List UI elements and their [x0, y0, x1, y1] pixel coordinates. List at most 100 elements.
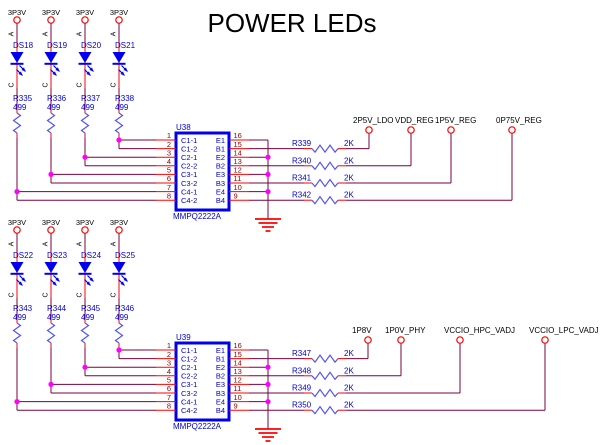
power-port-circle [115, 226, 123, 234]
emitter-ground-net [249, 139, 281, 232]
junction-dot [48, 381, 54, 387]
led-refdes: DS18 [13, 41, 34, 50]
power-port-label: 1P5V_REG [435, 116, 476, 125]
arrow-head [52, 71, 57, 76]
pin-number: 9 [234, 191, 238, 200]
arrow-head [89, 67, 94, 72]
arrow-head [120, 71, 125, 76]
emission-arrow [121, 275, 128, 282]
pin-number: 16 [234, 341, 242, 350]
power-port-VCCIO_HPC_VADJ: VCCIO_HPC_VADJ [444, 326, 515, 344]
pin-number: 14 [234, 358, 242, 367]
resistor-value: 499 [13, 103, 27, 112]
cathode-label: C [77, 292, 84, 297]
power-port-1P5V_REG: 1P5V_REG [435, 116, 476, 134]
resistor-value: 499 [115, 103, 129, 112]
pin-number: 9 [234, 401, 238, 410]
junction-dot [116, 137, 122, 143]
junction-dot [14, 399, 20, 405]
emission-arrow [53, 275, 60, 282]
pin-number: 11 [234, 384, 242, 393]
resistor-zigzag [311, 161, 339, 171]
arrow-head [21, 277, 26, 282]
power-port-circle [397, 336, 405, 344]
cathode-label: C [111, 292, 118, 297]
emission-arrow [50, 69, 57, 76]
pin-name: C1-2 [181, 144, 197, 153]
pin-name: C1-1 [181, 136, 197, 145]
power-net-label: 3P3V [110, 218, 128, 227]
pin-name: C2-2 [181, 162, 197, 171]
arrow-head [55, 67, 60, 72]
junction-dot [265, 154, 271, 160]
pin-name: C1-2 [181, 354, 197, 363]
power-port-circle [456, 336, 464, 344]
resistor-refdes: R341 [292, 174, 312, 183]
pin-number: 5 [167, 376, 171, 385]
power-port-0P75V_REG: 0P75V_REG [496, 116, 542, 134]
pin-number: 3 [167, 148, 171, 157]
ic-refdes: U39 [176, 333, 191, 342]
junction-dot [48, 171, 54, 177]
power-port-1P8V: 1P8V [352, 326, 372, 344]
led-symbol [10, 52, 24, 63]
emission-arrow [118, 279, 125, 286]
arrow-head [55, 277, 60, 282]
cathode-label: C [9, 292, 16, 297]
junction-dot [82, 154, 88, 160]
base-net-R341: R341 2K 1P5V_REG [249, 116, 476, 188]
pin-name: E2 [216, 363, 225, 372]
pin-name: B2 [216, 162, 225, 171]
pin-name: C2-1 [181, 363, 197, 372]
emission-arrow [16, 69, 23, 76]
resistor-value: 2K [344, 191, 354, 200]
anode-label: A [77, 241, 84, 246]
power-port-circle [365, 126, 373, 134]
pin-name: E4 [216, 187, 225, 196]
pin-number: 13 [234, 367, 242, 376]
junction-dot [265, 171, 271, 177]
resistor-refdes: R340 [292, 156, 312, 165]
resistor-value: 2K [344, 384, 354, 393]
pin-number: 1 [167, 341, 171, 350]
emission-arrow [87, 65, 94, 72]
resistor-value: 2K [344, 174, 354, 183]
junction-dot [14, 189, 20, 195]
power-flag-3P3V: 3P3V [110, 8, 128, 24]
ground-symbol [255, 218, 281, 232]
resistor-zigzag [114, 322, 124, 344]
led-symbol [44, 262, 58, 273]
pin-name: E4 [216, 397, 225, 406]
led-symbol [10, 262, 24, 273]
junction-dot [265, 399, 271, 405]
arrow-head [21, 67, 26, 72]
power-port-label: 0P75V_REG [496, 116, 542, 125]
resistor-value: 499 [81, 103, 95, 112]
resistor-zigzag [311, 144, 339, 154]
resistor-value: 2K [344, 401, 354, 410]
ic-body [174, 341, 231, 422]
power-port-circle [115, 16, 123, 24]
resistor-refdes: R343 [13, 304, 33, 313]
resistor-refdes: R347 [292, 349, 312, 358]
led-refdes: DS21 [115, 41, 136, 50]
anode-label: A [9, 241, 16, 246]
resistor-zigzag [114, 112, 124, 134]
led-refdes: DS19 [47, 41, 68, 50]
resistor-zigzag [311, 388, 339, 398]
power-port-label: VDD_REG [395, 116, 434, 125]
arrow-head [18, 71, 23, 76]
emission-arrow [121, 65, 128, 72]
resistor-zigzag [311, 178, 339, 188]
